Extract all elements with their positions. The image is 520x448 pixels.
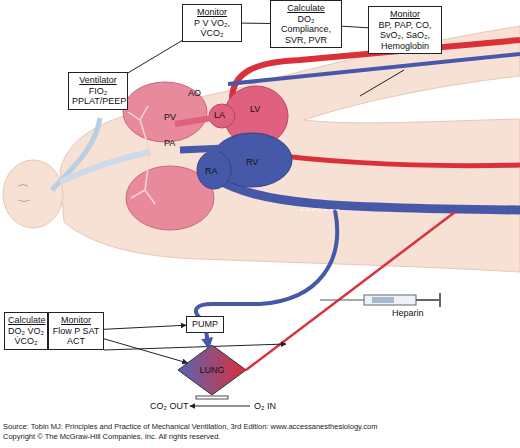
diamond-shape <box>178 345 246 395</box>
gas-label: CO₂ OUT <box>150 401 189 411</box>
leader-line <box>360 70 404 96</box>
arterial-return-tube <box>246 212 455 370</box>
box-heading: Calculate <box>8 315 44 326</box>
pump-box: PUMP <box>186 316 224 333</box>
body-silhouette <box>60 26 520 272</box>
monitor-box: MonitorBP, PAP, CO, SvO₂, SaO₂, Hemoglob… <box>368 6 442 54</box>
drug-label: Heparin <box>392 308 424 318</box>
head-silhouette <box>3 160 63 228</box>
bronchi <box>128 106 155 204</box>
anatomy-label: RV <box>246 157 258 167</box>
left-atrium <box>209 104 235 128</box>
gas-flow-arrow <box>190 406 250 407</box>
heparin-syringe <box>320 293 440 307</box>
gas-port <box>196 396 228 399</box>
box-text: DO₂ Compliance, SVR, PVR <box>274 14 338 46</box>
anatomy-label: AO <box>188 88 201 98</box>
pulmonary-artery <box>180 148 225 150</box>
right-atrium <box>197 151 231 189</box>
anatomy-label: LA <box>214 110 225 120</box>
arm-vein <box>228 54 520 84</box>
calculate-box: CalculateDO₂ V̇O₂ V̇CO₂ <box>4 312 48 350</box>
pulmonary-vein <box>175 118 212 124</box>
circuit-tube <box>206 333 208 348</box>
box-text: P V V̇O₂, V̇CO₂ <box>186 18 238 39</box>
connector-line <box>342 26 368 28</box>
lung-upper <box>123 82 207 142</box>
lung-diamond: LUNG <box>178 345 246 395</box>
box-text: PUMP <box>190 319 220 330</box>
box-text: BP, PAP, CO, SvO₂, SaO₂, Hemoglobin <box>372 20 438 52</box>
connector-line <box>104 325 186 329</box>
box-text: LUNG <box>199 365 224 376</box>
anatomy-label: PA <box>164 138 175 148</box>
face-detail <box>18 185 30 202</box>
connector-line <box>128 41 182 73</box>
box-heading: Ventilator <box>72 75 124 86</box>
source-note: Source: Tobin MJ: Principles and Practic… <box>3 422 518 431</box>
calculate-box: CalculateDO₂ Compliance, SVR, PVR <box>270 0 342 48</box>
connector-line <box>242 23 270 24</box>
monitor-arrow <box>104 344 286 350</box>
box-heading: Monitor <box>52 315 100 326</box>
box-text: DO₂ V̇O₂ V̇CO₂ <box>8 326 44 347</box>
venous-tube-dash <box>300 210 340 211</box>
copyright-note: Copyright © The McGraw-Hill Companies, I… <box>3 432 518 441</box>
monitor-box: MonitorFlow P SAT ACT <box>48 312 104 350</box>
box-heading: Monitor <box>372 9 438 20</box>
box-text: Flow P SAT ACT <box>52 326 100 347</box>
anatomy-label: RA <box>205 166 218 176</box>
anatomy-label: LV <box>250 104 260 114</box>
box-text: FIO₂ PPLAT/PEEP <box>72 86 124 107</box>
anatomy-label: PV <box>164 112 176 122</box>
ventilator-box: VentilatorFIO₂ PPLAT/PEEP <box>68 72 128 110</box>
gas-label: O₂ IN <box>254 401 276 411</box>
connector-line <box>104 339 188 363</box>
venous-cannula <box>196 210 337 318</box>
box-heading: Calculate <box>274 3 338 14</box>
box-heading: Monitor <box>186 7 238 18</box>
monitor-box: MonitorP V V̇O₂, V̇CO₂ <box>182 4 242 42</box>
